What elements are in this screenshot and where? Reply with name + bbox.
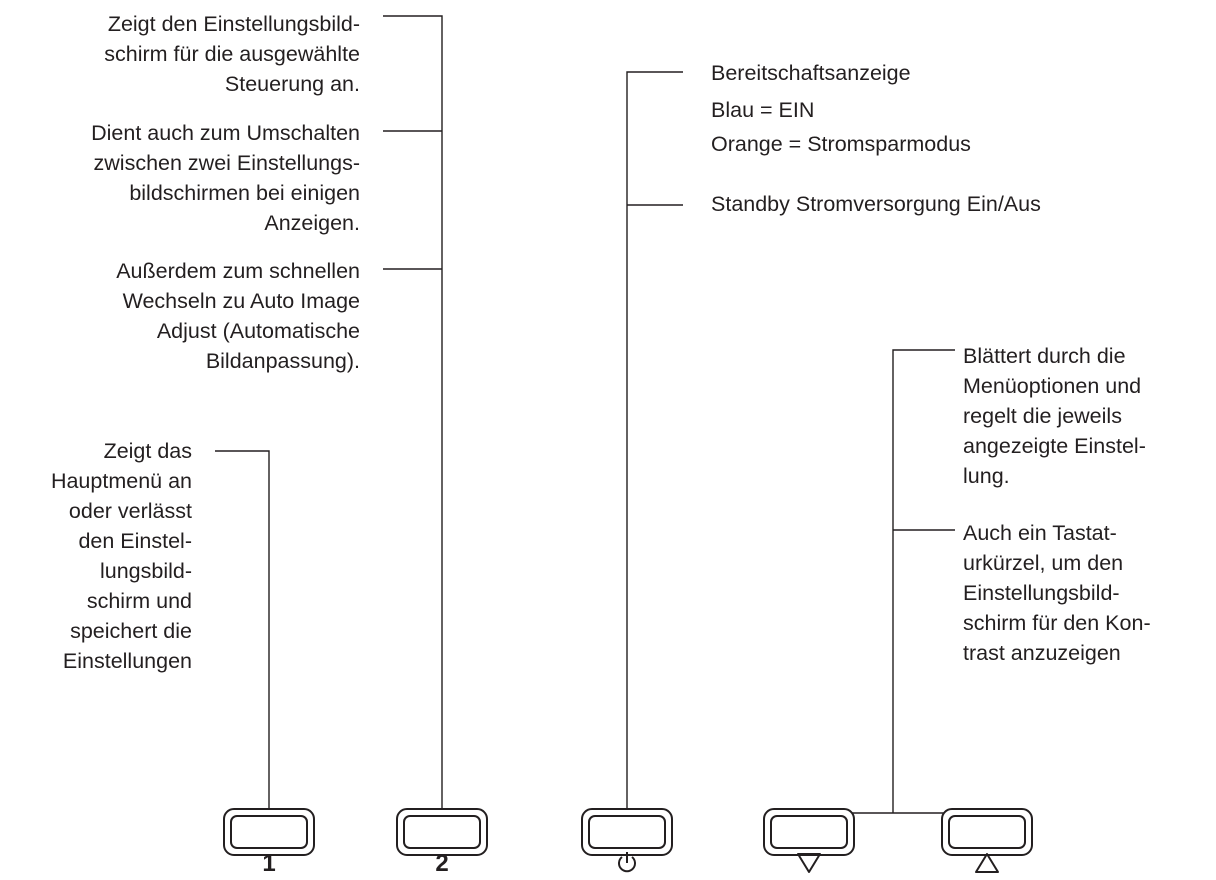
up-triangle-icon bbox=[975, 853, 999, 873]
power-switch-label: Standby Stromversorgung Ein/Aus bbox=[711, 192, 1041, 216]
key1-leader bbox=[215, 450, 270, 808]
power-icon bbox=[618, 852, 636, 873]
key2-button[interactable] bbox=[396, 808, 488, 856]
power-indicator-label: Bereitschaftsanzeige bbox=[711, 61, 911, 85]
key1-button[interactable] bbox=[223, 808, 315, 856]
key2-label: 2 bbox=[435, 850, 449, 877]
arrows-leader bbox=[892, 349, 955, 813]
power-orange-label: Orange = Stromsparmodus bbox=[711, 132, 971, 156]
down-button[interactable] bbox=[763, 808, 855, 856]
key2-auto-adjust-description: Außerdem zum schnellen Wechseln zu Auto … bbox=[116, 259, 360, 373]
power-leader bbox=[626, 71, 683, 808]
arrows-shortcut-description: Auch ein Tastat- urkürzel, um den Einste… bbox=[963, 521, 1151, 665]
key2-leader bbox=[383, 15, 443, 808]
down-triangle-icon bbox=[797, 853, 821, 873]
key2-description: Zeigt den Einstellungsbild- schirm für d… bbox=[104, 12, 360, 96]
arrows-description: Blättert durch die Menüoptionen und rege… bbox=[963, 344, 1146, 488]
key2-toggle-description: Dient auch zum Umschalten zwischen zwei … bbox=[91, 121, 360, 235]
power-blue-label: Blau = EIN bbox=[711, 98, 815, 122]
key1-label: 1 bbox=[262, 850, 276, 877]
key1-description: Zeigt das Hauptmenü an oder verlässt den… bbox=[50, 439, 192, 673]
